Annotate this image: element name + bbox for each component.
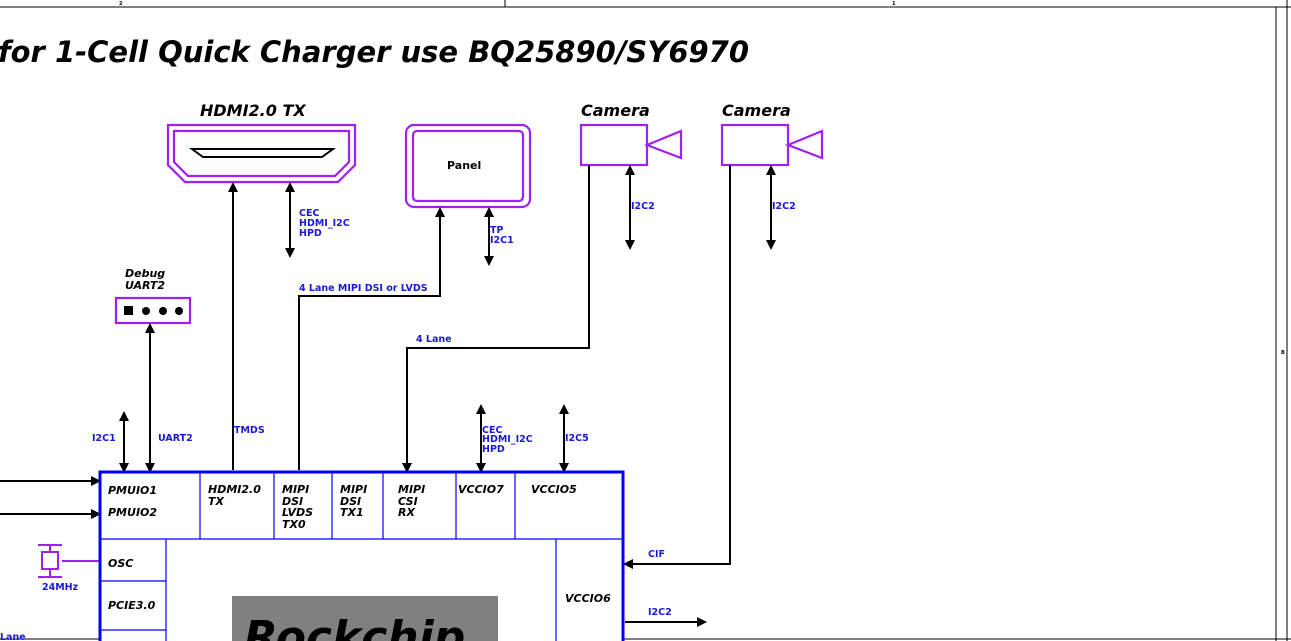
cell-dsi0-4: TX0 — [282, 518, 306, 531]
frame-tick-b: 1 — [892, 1, 896, 7]
i2c2-right-label: I2C2 — [648, 607, 672, 618]
cell-csi-3: RX — [398, 506, 415, 519]
panel-display: Panel — [404, 123, 532, 209]
panel-label: Panel — [447, 159, 481, 172]
vccio7-cec-label: CEC — [482, 425, 502, 436]
cell-hdmi-1: HDMI2.0 — [208, 483, 261, 496]
hdmi-ctrl-cec: CEC — [299, 208, 319, 219]
cell-dsi0-3: LVDS — [282, 506, 313, 519]
hdmi-ctrl-i2c: HDMI_I2C — [299, 218, 350, 229]
i2c1-label: I2C1 — [92, 433, 116, 444]
cell-vccio5: VCCIO5 — [531, 483, 577, 496]
vccio7-hpd-label: HPD — [482, 444, 505, 455]
crystal-icon — [38, 544, 99, 578]
cell-dsi1-3: TX1 — [340, 506, 364, 519]
camera-1-label: Camera — [581, 101, 650, 120]
connection-lines — [0, 165, 776, 627]
hdmi-connector: HDMI2.0 TX — [166, 101, 357, 184]
tp-i2c1-label: I2C1 — [490, 235, 514, 246]
debug-label-2: UART2 — [125, 279, 165, 292]
cell-pmuio1: PMUIO1 — [108, 484, 157, 497]
page-title: for 1-Cell Quick Charger use BQ25890/SY6… — [0, 35, 749, 69]
camera-2: Camera — [720, 101, 824, 167]
signal-labels: CEC HDMI_I2C HPD TP I2C1 I2C2 I2C2 4 Lan… — [0, 201, 796, 641]
camera-2-label: Camera — [722, 101, 791, 120]
cell-hdmi-2: TX — [208, 495, 225, 508]
debug-header: Debug UART2 — [114, 267, 192, 325]
cell-osc: OSC — [108, 557, 133, 570]
uart2-label: UART2 — [158, 433, 193, 444]
tmds-label: TMDS — [234, 425, 265, 436]
cell-csi-2: CSI — [398, 495, 418, 508]
cell-dsi1-1: MIPI — [340, 483, 367, 496]
cell-csi-1: MIPI — [398, 483, 425, 496]
camera-1: Camera — [579, 101, 683, 167]
frame-tick-c: B — [1281, 350, 1285, 356]
mipi-dsi-label: 4 Lane MIPI DSI or LVDS — [299, 283, 428, 294]
cell-dsi0-1: MIPI — [282, 483, 309, 496]
cell-dsi1-2: DSI — [340, 495, 361, 508]
frame-tick-a: 2 — [119, 1, 123, 7]
cell-pmuio2: PMUIO2 — [108, 506, 157, 519]
hdmi-label: HDMI2.0 TX — [200, 101, 306, 120]
vccio7-i2c-label: HDMI_I2C — [482, 434, 533, 445]
cam2-i2c2-label: I2C2 — [772, 201, 796, 212]
cam1-i2c2-label: I2C2 — [631, 201, 655, 212]
cell-pcie: PCIE3.0 — [108, 599, 156, 612]
cell-vccio7: VCCIO7 — [458, 483, 504, 496]
hdmi-ctrl-hpd: HPD — [299, 228, 322, 239]
soc-block: Rockchip PMUIO1 PMUIO2 HDMI2.0 TX MIPI D… — [98, 470, 625, 641]
cell-vccio6: VCCIO6 — [565, 592, 611, 605]
osc-freq-label: 24MHz — [42, 582, 79, 593]
four-lane-label: 4 Lane — [416, 334, 452, 345]
i2c5-label: I2C5 — [565, 433, 589, 444]
cell-dsi0-2: DSI — [282, 495, 303, 508]
cif-label: CIF — [648, 549, 665, 560]
lane-left-label: Lane — [0, 632, 26, 641]
svg-text:Rockchip: Rockchip — [244, 612, 465, 641]
tp-label: TP — [490, 225, 503, 236]
debug-label-1: Debug — [125, 267, 165, 280]
